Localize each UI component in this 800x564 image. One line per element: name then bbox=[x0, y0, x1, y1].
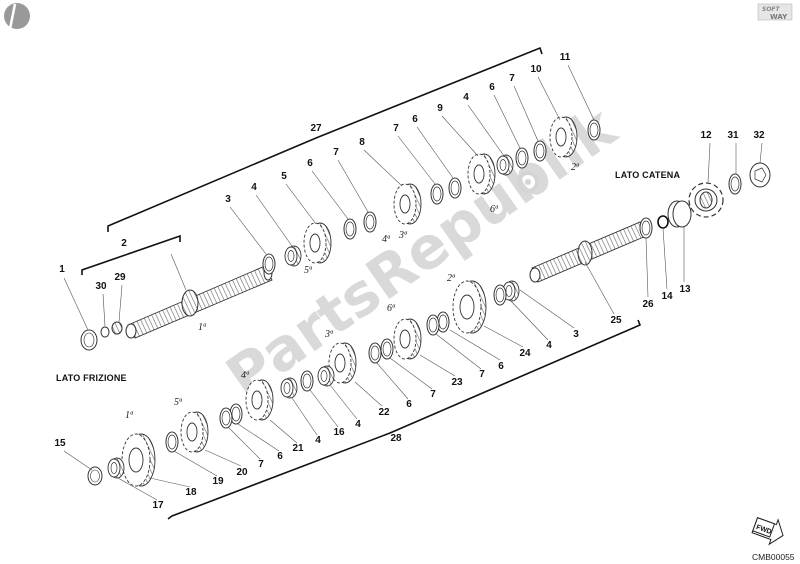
callout-5: 5 bbox=[281, 171, 287, 182]
gear-ratio-labels: 1ª 5ª 4ª 3ª 6ª 2ª 1ª 5ª 4ª 3ª 6ª 2ª bbox=[125, 162, 580, 421]
callout-13: 13 bbox=[679, 284, 691, 295]
callout-7: 7 bbox=[333, 147, 339, 158]
callout-6: 6 bbox=[307, 158, 313, 169]
callout-7: 7 bbox=[430, 389, 436, 400]
drawing-code: CMB00055 bbox=[752, 552, 795, 562]
callout-32: 32 bbox=[753, 130, 765, 141]
callout-7: 7 bbox=[258, 459, 264, 470]
callout-1: 1 bbox=[59, 264, 65, 275]
callout-14: 14 bbox=[661, 291, 673, 302]
callout-25: 25 bbox=[610, 315, 622, 326]
callout-6: 6 bbox=[406, 399, 412, 410]
callout-2: 2 bbox=[121, 238, 127, 249]
label-lato-catena: LATO CATENA bbox=[615, 170, 680, 180]
callout-30: 30 bbox=[95, 281, 107, 292]
callout-4: 4 bbox=[315, 435, 321, 446]
callout-21: 21 bbox=[292, 443, 304, 454]
callout-8: 8 bbox=[359, 137, 365, 148]
gear-ratio-lower-1: 5ª bbox=[174, 397, 183, 408]
gear-ratio-lower-2: 4ª bbox=[241, 370, 250, 381]
callout-12: 12 bbox=[700, 130, 712, 141]
callout-17: 17 bbox=[152, 500, 164, 511]
callout-9: 9 bbox=[437, 103, 443, 114]
gear-ratio-upper-3: 3ª bbox=[398, 230, 408, 241]
callout-24: 24 bbox=[519, 348, 531, 359]
callout-28: 28 bbox=[390, 433, 402, 444]
primary-shaft bbox=[125, 265, 273, 339]
gear-ratio-upper-2: 4ª bbox=[382, 234, 391, 245]
callout-6: 6 bbox=[498, 361, 504, 372]
gear-ratio-upper-0: 1ª bbox=[198, 322, 207, 333]
gear-ratio-upper-1: 5ª bbox=[304, 265, 313, 276]
svg-text:WAY: WAY bbox=[770, 13, 788, 21]
gear-ratio-lower-5: 2ª bbox=[447, 273, 456, 284]
label-lato-frizione: LATO FRIZIONE bbox=[56, 373, 127, 383]
callout-15: 15 bbox=[54, 438, 66, 449]
bracket-2 bbox=[81, 234, 181, 275]
callout-7: 7 bbox=[393, 123, 399, 134]
gear-ratio-upper-5: 2ª bbox=[571, 162, 580, 173]
leader-lines bbox=[63, 64, 763, 501]
callout-4: 4 bbox=[251, 182, 257, 193]
callout-26: 26 bbox=[642, 299, 654, 310]
gear-ratio-upper-4: 6ª bbox=[490, 204, 499, 215]
callout-19: 19 bbox=[212, 476, 224, 487]
fwd-arrow-icon: FWD bbox=[751, 517, 784, 546]
sprocket-12 bbox=[688, 182, 724, 218]
secondary-shaft bbox=[529, 221, 647, 283]
callout-4: 4 bbox=[355, 419, 361, 430]
gear-ratio-lower-4: 6ª bbox=[387, 303, 396, 314]
callout-27: 27 bbox=[310, 123, 322, 134]
callout-23: 23 bbox=[451, 377, 463, 388]
callout-16: 16 bbox=[333, 427, 345, 438]
callout-4: 4 bbox=[546, 340, 552, 351]
brand-disc-icon bbox=[4, 3, 30, 30]
callout-22: 22 bbox=[378, 407, 390, 418]
gear-ratio-lower-3: 3ª bbox=[324, 329, 334, 340]
callout-10: 10 bbox=[530, 64, 542, 75]
gear-ratio-lower-0: 1ª bbox=[125, 410, 134, 421]
bracket-28 bbox=[167, 319, 642, 520]
callout-29: 29 bbox=[114, 272, 126, 283]
callout-31: 31 bbox=[727, 130, 739, 141]
softway-logo: SOFT WAY bbox=[757, 3, 793, 21]
callout-11: 11 bbox=[560, 52, 571, 63]
bracket-27 bbox=[107, 46, 543, 232]
callout-4: 4 bbox=[463, 92, 469, 103]
callout-3: 3 bbox=[225, 194, 231, 205]
callout-7: 7 bbox=[509, 73, 515, 84]
callout-7: 7 bbox=[479, 369, 485, 380]
callout-6: 6 bbox=[489, 82, 495, 93]
callout-3: 3 bbox=[573, 329, 579, 340]
callout-20: 20 bbox=[236, 467, 248, 478]
svg-text:SOFT: SOFT bbox=[762, 6, 781, 13]
callout-18: 18 bbox=[185, 487, 197, 498]
callout-6: 6 bbox=[412, 114, 418, 125]
watermark-gear-icon bbox=[517, 171, 539, 193]
callout-6: 6 bbox=[277, 451, 283, 462]
